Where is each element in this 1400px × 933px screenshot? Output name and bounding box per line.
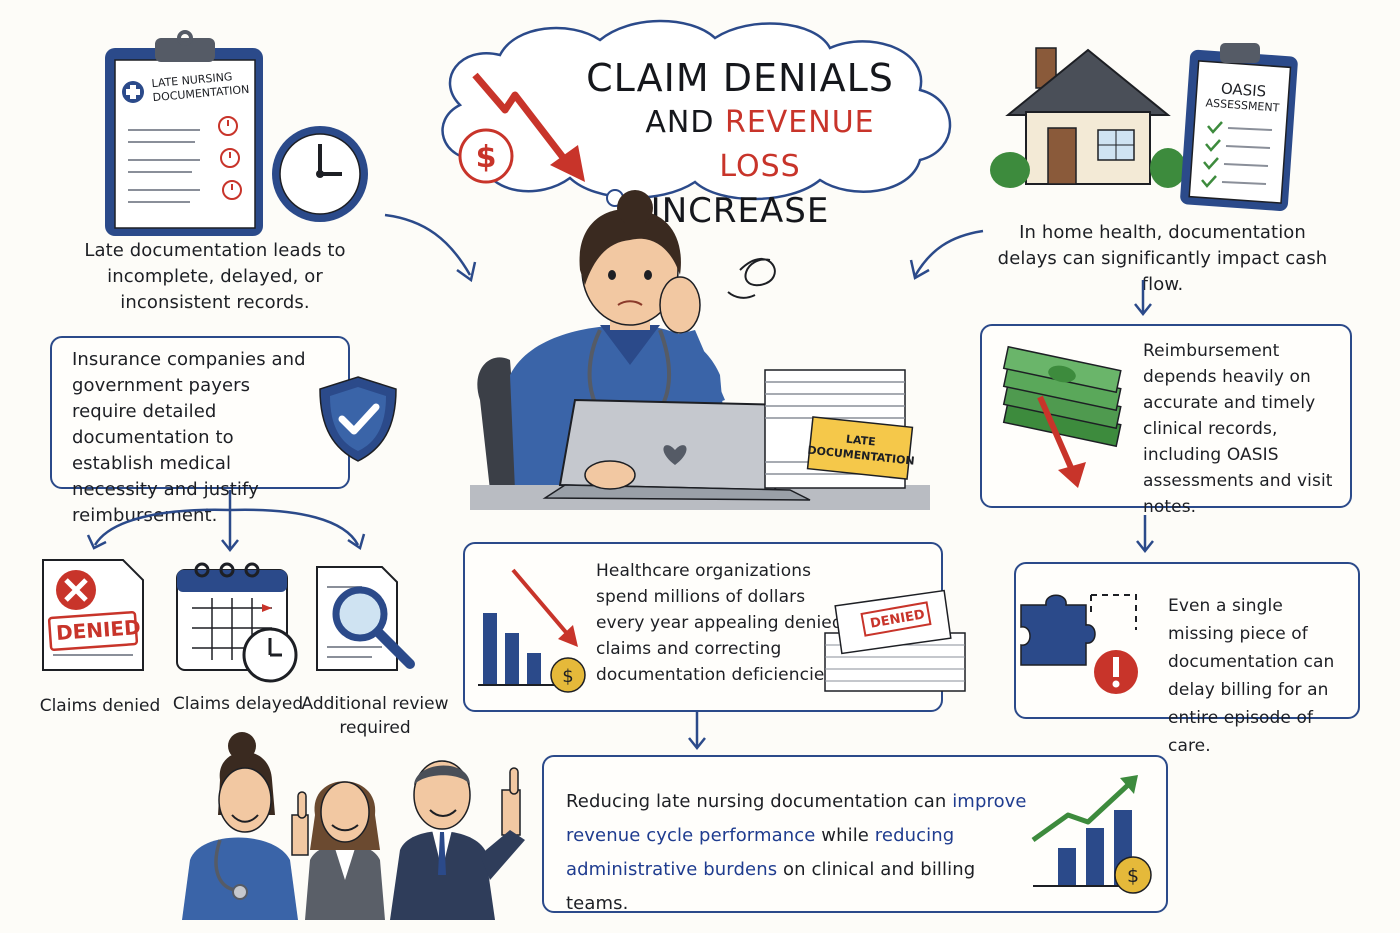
- shield-check-icon: [319, 376, 397, 462]
- summary-highlight-2: reducing administrative burdens: [566, 825, 955, 880]
- summary-text: Reducing late nursing documentation can …: [566, 785, 1041, 921]
- summary-part-2: while: [815, 825, 875, 846]
- late-doc-text: Late documentation leads to incomplete, …: [84, 240, 346, 313]
- arrow-down-center: [688, 712, 706, 751]
- oasis-clipboard-icon: [1180, 43, 1298, 211]
- title-line-2b: REVENUE LOSS: [719, 105, 875, 184]
- oasis-label: OASIS ASSESSMENT: [1197, 79, 1289, 117]
- outcome-label-review: Additional review required: [301, 694, 449, 738]
- reimbursement-text: Reimbursement depends heavily on accurat…: [1143, 341, 1333, 517]
- missing-piece-text: Even a single missing piece of documenta…: [1168, 596, 1335, 756]
- declining-bar-chart-icon: $: [478, 568, 586, 693]
- insurance-box: [50, 336, 350, 489]
- title-line-1: CLAIM DENIALS: [586, 56, 894, 100]
- wall-clock-icon: [272, 126, 368, 222]
- svg-text:$: $: [1127, 865, 1139, 887]
- arrow-to-nurse-right: [909, 229, 984, 280]
- insurance-text: Insurance companies and government payer…: [72, 349, 306, 526]
- svg-text:$: $: [476, 140, 497, 175]
- team-illustration: [182, 732, 525, 920]
- calendar-icon: [176, 562, 298, 683]
- outcome-label-denied: Claims denied: [39, 696, 161, 716]
- title: CLAIM DENIALS AND REVENUE LOSS INCREASE: [570, 55, 910, 233]
- puzzle-piece-icon: [1020, 594, 1138, 694]
- stressed-nurse-illustration: [470, 190, 930, 510]
- healthcare-text: Healthcare organizations spend millions …: [596, 561, 843, 685]
- clipboard-icon: [105, 30, 263, 236]
- outcome-label-delayed: Claims delayed: [172, 694, 304, 714]
- summary-highlight-1: improve revenue cycle performance: [566, 791, 1027, 846]
- home-health-text: In home health, documentation delays can…: [997, 222, 1328, 295]
- arrow-down-right-1: [1134, 280, 1152, 317]
- title-line-3: INCREASE: [650, 191, 830, 231]
- arrow-to-nurse-left: [384, 213, 477, 283]
- title-line-2: AND REVENUE LOSS: [610, 101, 910, 189]
- branch-arrows: [86, 490, 366, 553]
- title-line-2a: AND: [645, 105, 725, 140]
- review-magnifier-icon: [316, 566, 415, 671]
- summary-part-1: Reducing late nursing documentation can: [566, 791, 953, 812]
- arrow-down-right-2: [1136, 515, 1154, 554]
- money-stack-icon: [1002, 345, 1122, 488]
- svg-text:$: $: [562, 666, 573, 687]
- denied-document-icon: [42, 559, 144, 671]
- declining-arrow-icon: [472, 72, 585, 182]
- house-icon: [990, 47, 1186, 188]
- summary-part-3: on clinical and billing teams.: [566, 859, 976, 914]
- dollar-coin-icon: $: [458, 128, 514, 184]
- denied-papers-icon: [824, 589, 966, 692]
- rising-bar-chart-icon: $: [1031, 775, 1152, 894]
